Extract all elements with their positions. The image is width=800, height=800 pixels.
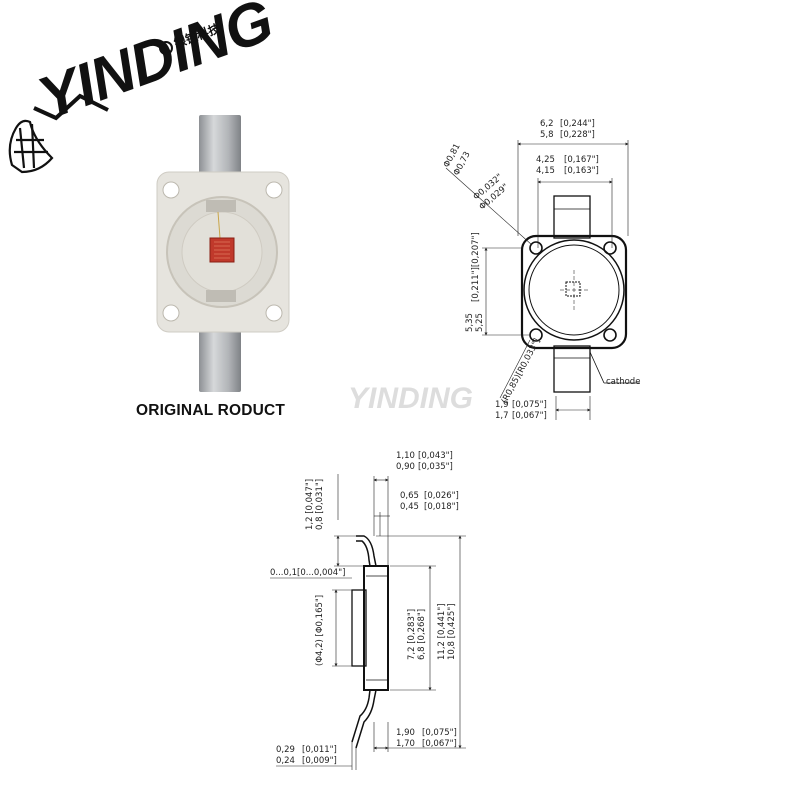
dim-thickness-min-in: [0,035"] [418, 462, 453, 472]
led-die-grid [214, 241, 230, 259]
dim-lead-min-in: [0,067"] [512, 411, 547, 421]
dim-lens-max-in: [0,167"] [564, 155, 599, 165]
mount-hole-bl [162, 304, 180, 322]
bond-pad-bottom [206, 290, 236, 302]
top-view-hole-br [603, 328, 617, 342]
dim-bend-max: 1,2 [0,047"] [305, 479, 315, 530]
side-view-body [363, 565, 389, 691]
dim-foot-max: 1,90 [396, 728, 415, 738]
dim-thickness-max: 1,10 [396, 451, 415, 461]
dim-width-min-in: [0,228"] [560, 130, 595, 140]
dim-bend-min: 0,8 [0,031"] [315, 479, 325, 530]
bond-pad-top [206, 200, 236, 212]
side-view-labels: 1,10 [0,043"] 0,90 [0,035"] 0,65 [0,026"… [270, 451, 459, 766]
side-view-lower-lead [351, 689, 377, 749]
dim-foot-min: 1,70 [396, 739, 415, 749]
dim-foot-max-in: [0,075"] [422, 728, 457, 738]
dim-standoff-min-in: [0,018"] [424, 502, 459, 512]
dim-total-height-max: 11,2 [0,441"] [437, 603, 447, 660]
dim-lead-thick-min: 0,24 [276, 756, 295, 766]
dim-lens-dia: (Φ4,2) [Φ0,165"] [315, 595, 325, 666]
dim-standoff-max-in: [0,026"] [424, 491, 459, 501]
side-view-lens [351, 589, 367, 667]
top-view-lower-lead [553, 345, 591, 393]
dim-lens-min-in: [0,163"] [564, 166, 599, 176]
side-view-dimension-lines [270, 474, 466, 770]
dim-lead-thick-max: 0,29 [276, 745, 295, 755]
cathode-label: cathode [606, 377, 640, 387]
dim-radius: (R0,85)[R0,033"] [500, 337, 543, 405]
top-view-hole-tr [603, 241, 617, 255]
dim-foot-min-in: [0,067"] [422, 739, 457, 749]
dim-total-height-min: 10,8 [0,425"] [447, 603, 457, 660]
dim-height-min: 5,25 [475, 313, 485, 332]
watermark: YINDING [348, 382, 473, 415]
dim-standoff-min: 0,45 [400, 502, 419, 512]
dim-thickness-min: 0,90 [396, 462, 415, 472]
brand-circle-icon [159, 41, 173, 55]
dim-height-in: [0,211"][0,207"] [471, 232, 481, 302]
bond-wire [217, 211, 221, 239]
dim-lens-min: 4,15 [536, 166, 555, 176]
top-view-lens-outer [523, 239, 625, 341]
mount-hole-br [265, 304, 283, 322]
dim-lead-max: 1,9 [495, 400, 509, 410]
mount-hole-tl [162, 181, 180, 199]
top-lead [199, 115, 241, 179]
photo-caption: ORIGINAL RODUCT [136, 402, 286, 419]
dim-width-max-in: [0,244"] [560, 119, 595, 129]
dim-height-max: 5,35 [465, 313, 475, 332]
dim-lead-max-in: [0,075"] [512, 400, 547, 410]
top-view-drawing [520, 195, 640, 393]
bottom-lead [199, 328, 241, 392]
dim-lead-min: 1,7 [495, 411, 509, 421]
dim-lead-thick-min-in: [0,009"] [302, 756, 337, 766]
mount-hole-tr [265, 181, 283, 199]
silver-ingot-icon [8, 93, 109, 174]
top-view-upper-lead [553, 195, 591, 239]
dim-flatness: 0...0,1[0...0,004"] [270, 568, 345, 578]
dim-lead-thick-max-in: [0,011"] [302, 745, 337, 755]
top-view-body [520, 234, 628, 350]
top-view-hole-tl [529, 241, 543, 255]
dim-width-min: 5,8 [540, 130, 554, 140]
side-view-drawing [351, 535, 389, 749]
top-view-dimension-lines [445, 140, 629, 420]
dim-standoff-max: 0,65 [400, 491, 419, 501]
dim-width-max: 6,2 [540, 119, 554, 129]
product-photo [156, 115, 290, 392]
dim-thickness-max-in: [0,043"] [418, 451, 453, 461]
brand-wordmark: YINDING [30, 0, 281, 132]
dim-body-height-max: 7,2 [0,283"] [407, 609, 417, 660]
top-view-labels: 6,2 [0,244"] 5,8 [0,228"] 4,25 [0,167"] … [442, 119, 641, 421]
dim-body-height-min: 6,8 [0,268"] [417, 609, 427, 660]
dim-lens-max: 4,25 [536, 155, 555, 165]
top-view-lens-inner [528, 244, 620, 336]
top-view-die [565, 281, 581, 297]
side-view-upper-lead [356, 535, 377, 567]
